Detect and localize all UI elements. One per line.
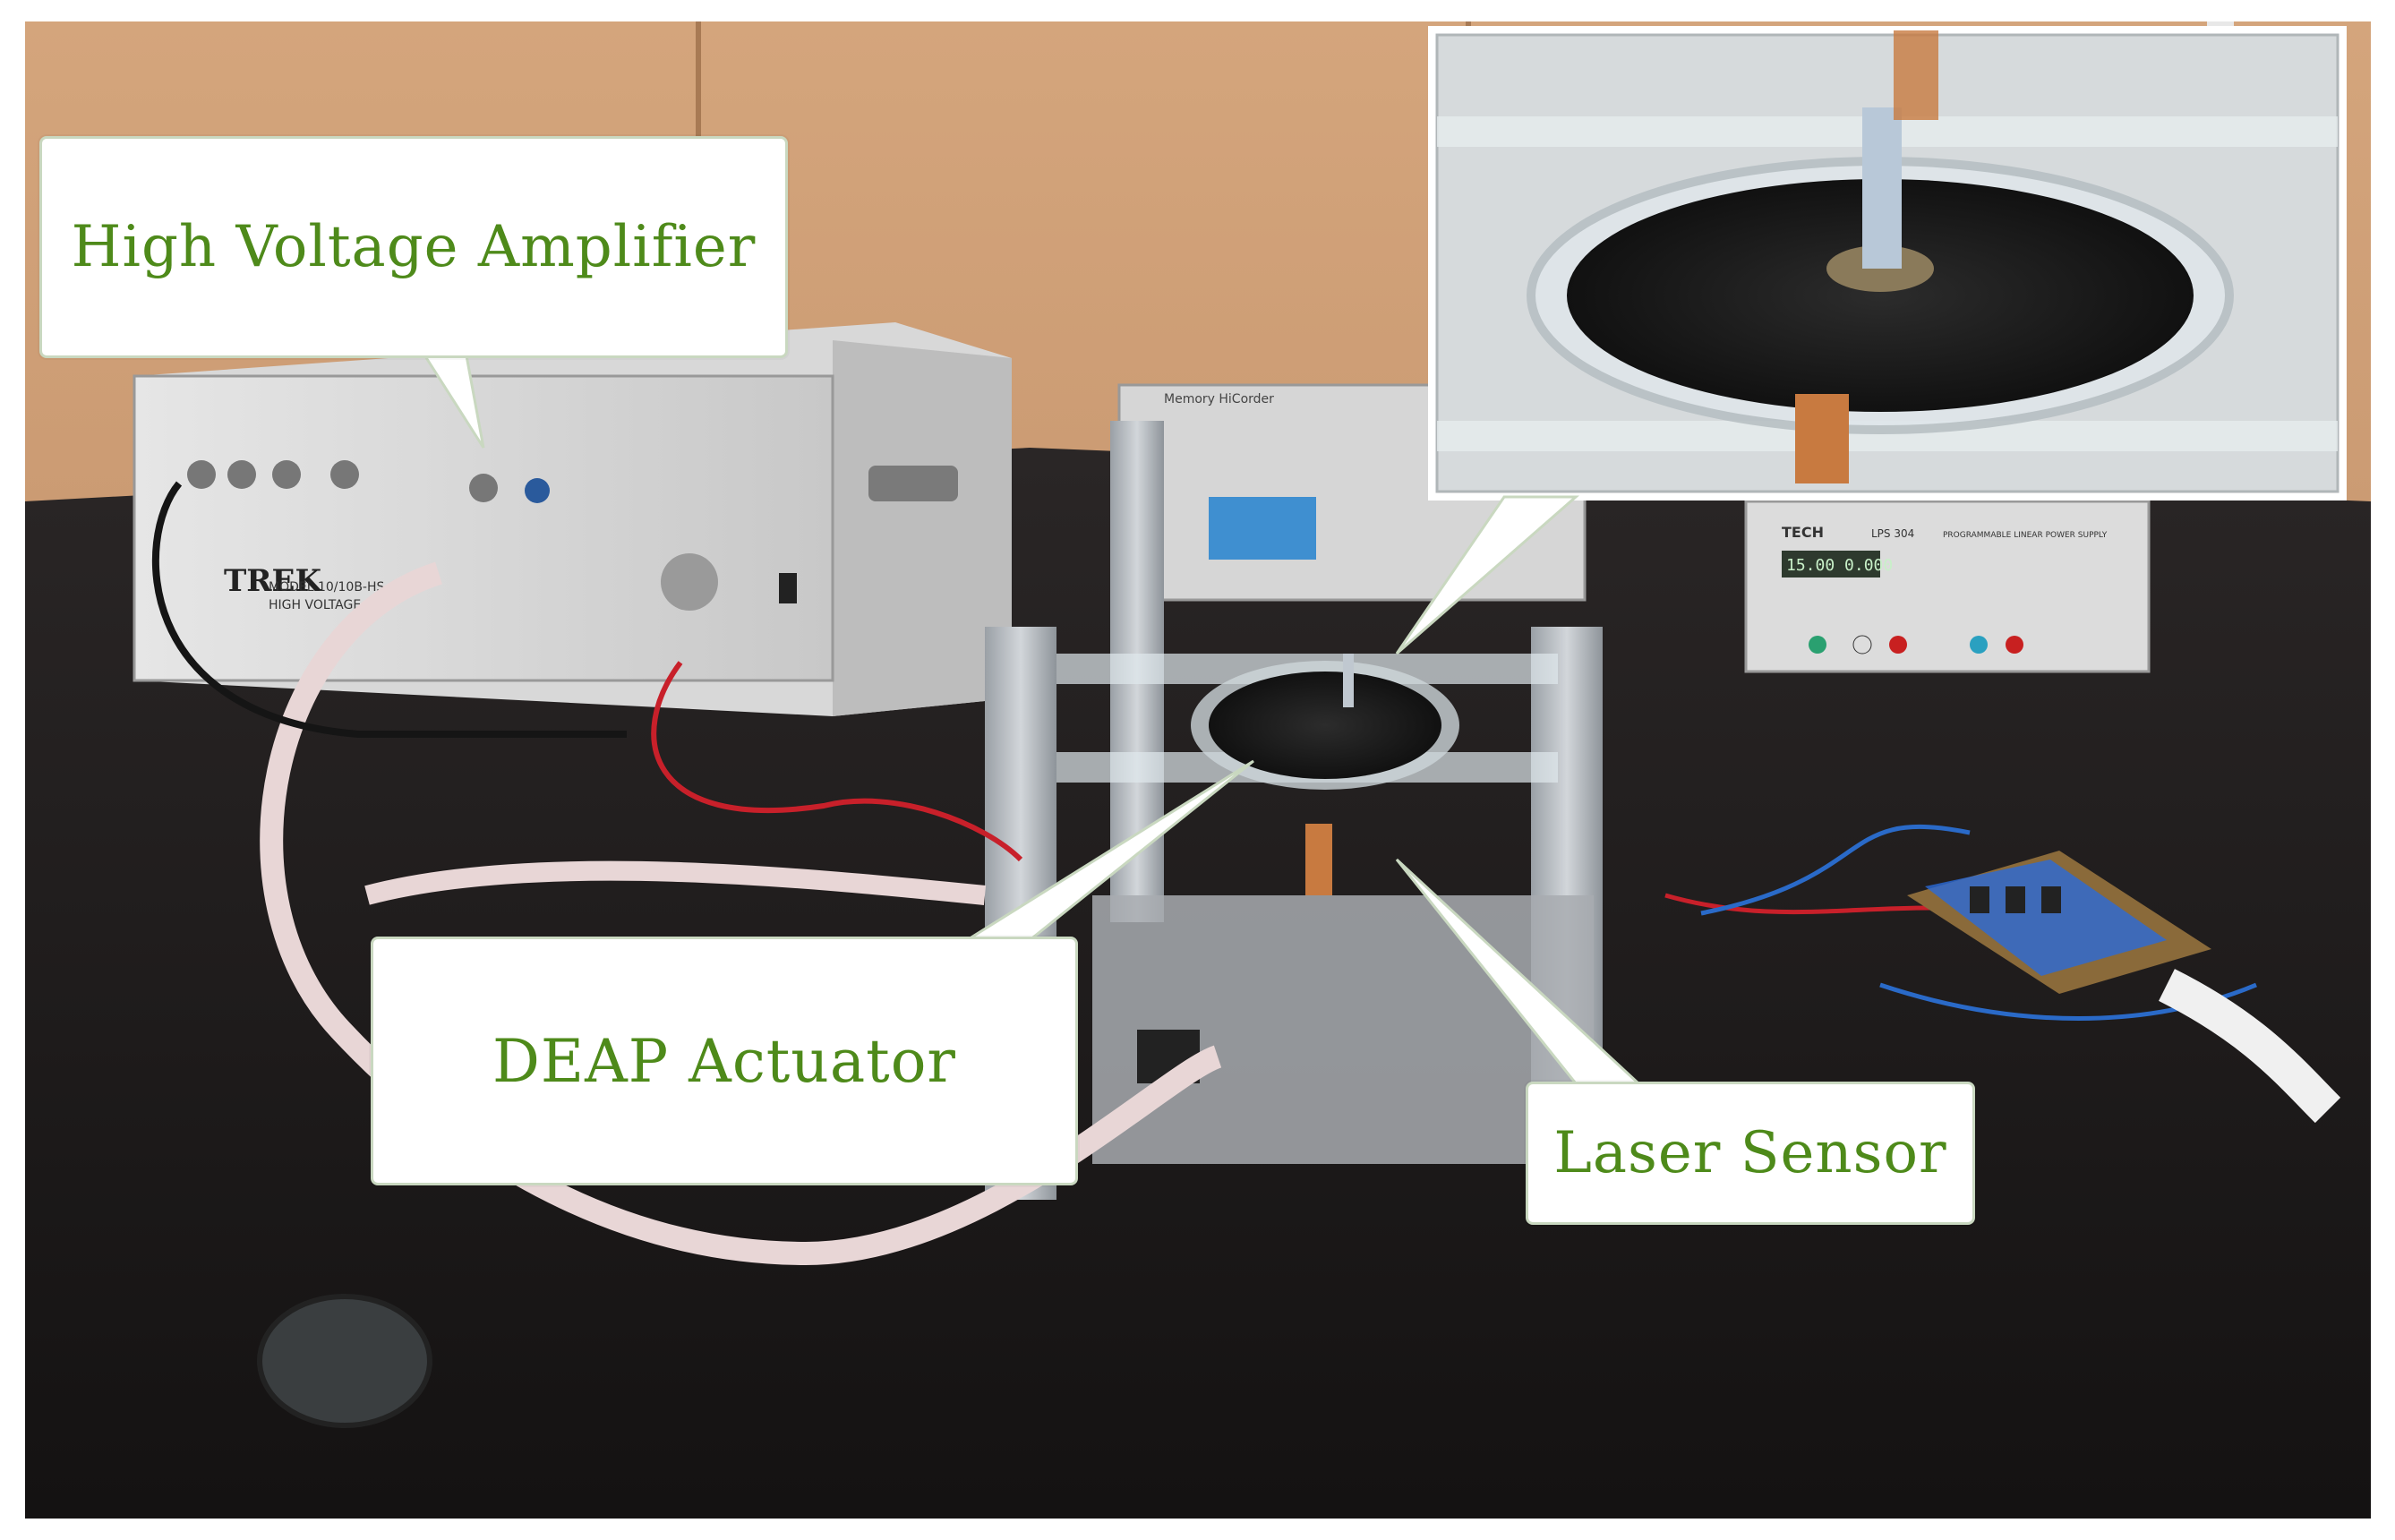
scope-brand: Memory HiCorder <box>1164 392 1274 406</box>
callout-high-voltage-amplifier: High Voltage Amplifier <box>39 136 788 358</box>
callout-tails <box>418 347 1642 1085</box>
label-high-voltage-amplifier: High Voltage Amplifier <box>71 214 757 280</box>
label-laser-sensor: Laser Sensor <box>1553 1120 1947 1186</box>
power-supply-brand: TECH <box>1782 524 1824 541</box>
callout-laser-sensor: Laser Sensor <box>1526 1082 1975 1225</box>
pcb-board <box>1907 851 2211 994</box>
power-supply: 15.00 0.000 TECH LPS 304 PROGRAMMABLE LI… <box>1744 500 2151 673</box>
amplifier-brand: TREK <box>224 563 322 599</box>
zoom-inset <box>1428 26 2347 500</box>
callout-deap-actuator: DEAP Actuator <box>371 937 1078 1185</box>
amplifier-unit: TREK MODEL 10/10B-HS HIGH VOLTAGE AMP <box>133 322 1012 716</box>
cable-grommet <box>257 1294 432 1428</box>
amplifier-model: MODEL 10/10B-HS <box>269 580 385 595</box>
power-supply-model: LPS 304 <box>1871 527 1914 540</box>
label-deap-actuator: DEAP Actuator <box>492 1026 956 1096</box>
photo: TREK MODEL 10/10B-HS HIGH VOLTAGE AMP Me… <box>25 21 2371 1519</box>
power-supply-title: PROGRAMMABLE LINEAR POWER SUPPLY <box>1943 531 2108 540</box>
power-supply-display: 15.00 0.000 <box>1786 556 1893 575</box>
